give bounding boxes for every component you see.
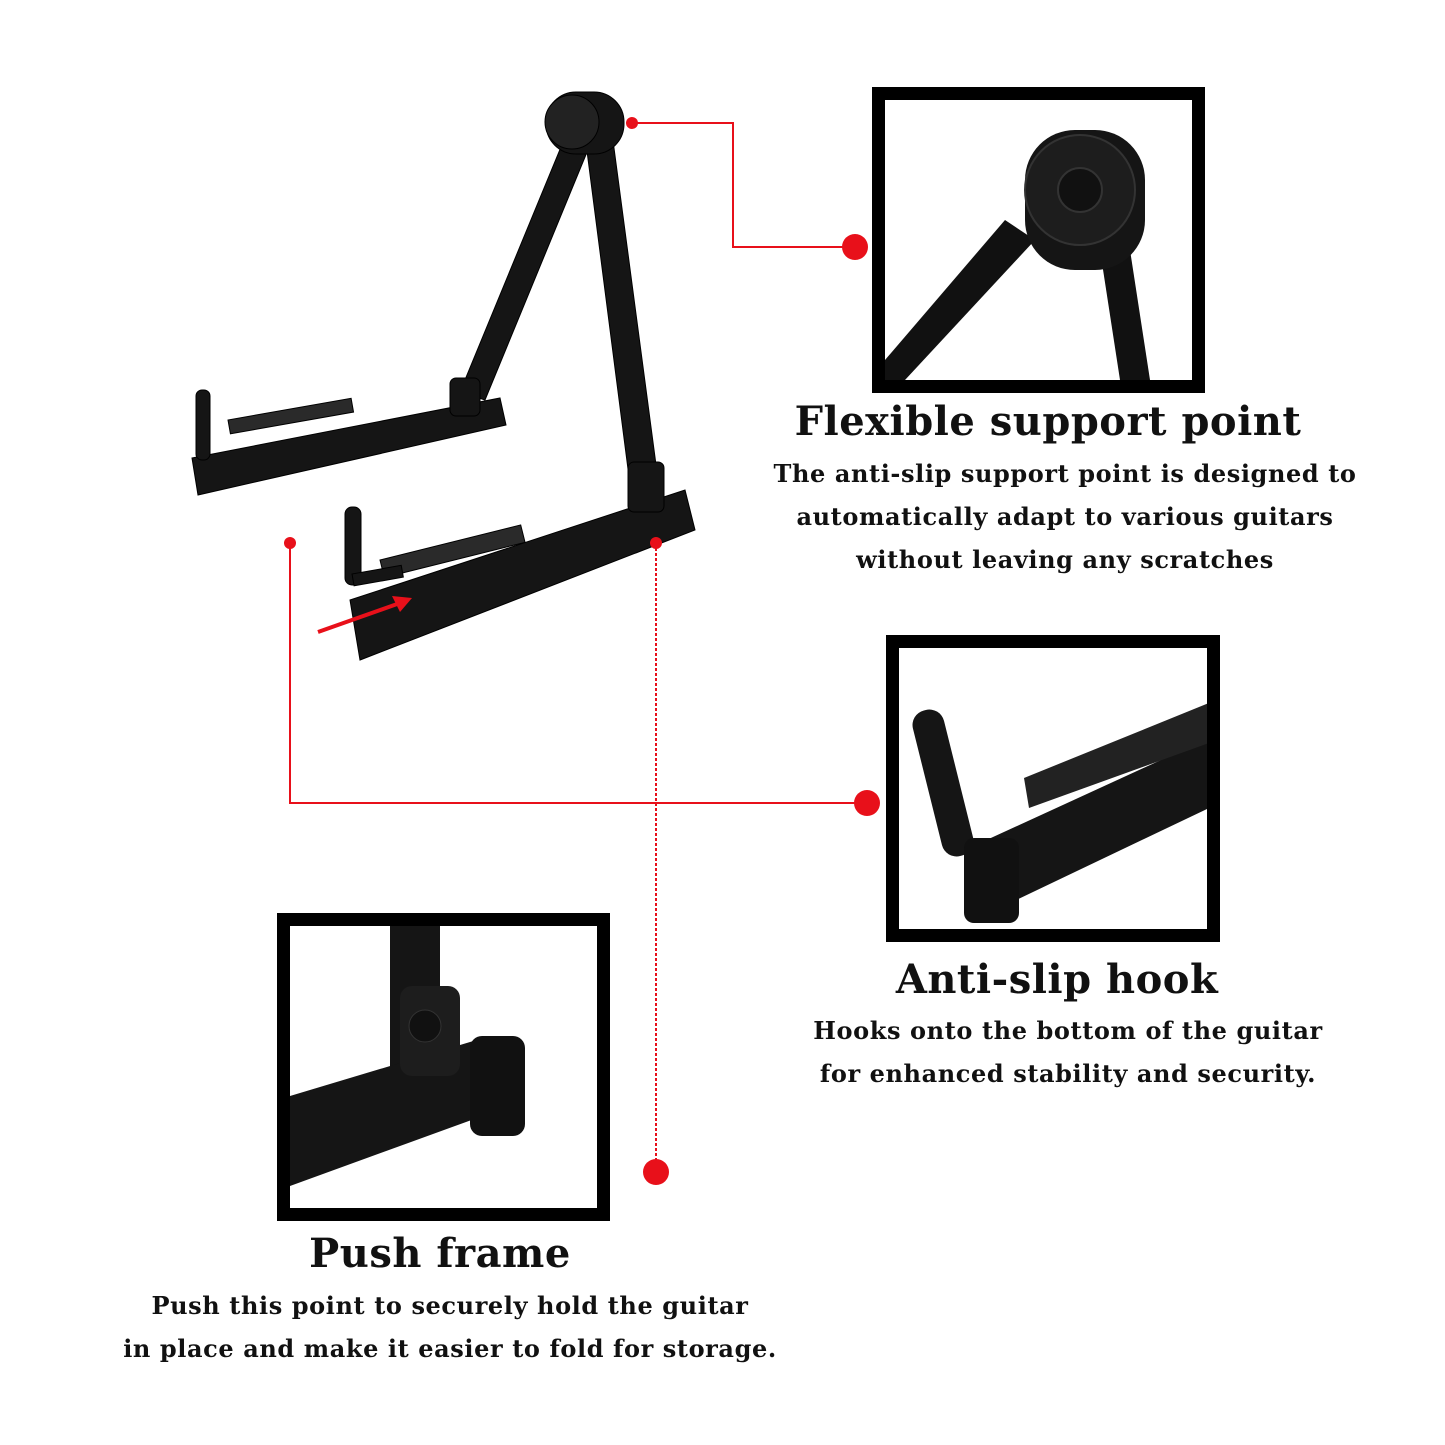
feature-title-push-frame: Push frame xyxy=(309,1230,571,1277)
description-line: The anti-slip support point is designed … xyxy=(773,459,1357,488)
feature-title-support-point: Flexible support point xyxy=(794,398,1302,445)
feature-title-anti-slip-hook: Anti-slip hook xyxy=(895,956,1219,1003)
feature-description-push-frame: Push this point to securely hold the gui… xyxy=(70,1284,830,1370)
description-line: without leaving any scratches xyxy=(856,545,1274,574)
description-line: in place and make it easier to fold for … xyxy=(123,1334,777,1363)
red-arrow-head xyxy=(392,596,412,612)
description-line: automatically adapt to various guitars xyxy=(796,502,1334,531)
callout-dot xyxy=(626,117,638,129)
callout-dot xyxy=(650,537,662,549)
callout-lines xyxy=(289,122,867,1172)
feature-description-anti-slip-hook: Hooks onto the bottom of the guitar for … xyxy=(768,1009,1368,1095)
callout-dot xyxy=(284,537,296,549)
push-frame-closeup xyxy=(277,913,610,1221)
callout-dot xyxy=(842,234,868,260)
callout-dot xyxy=(643,1159,669,1185)
description-line: Hooks onto the bottom of the guitar xyxy=(813,1016,1323,1045)
feature-description-support-point: The anti-slip support point is designed … xyxy=(740,452,1390,581)
callout-dot xyxy=(854,790,880,816)
support-point-closeup xyxy=(872,87,1205,393)
description-line: for enhanced stability and security. xyxy=(819,1059,1317,1088)
description-line: Push this point to securely hold the gui… xyxy=(151,1291,749,1320)
guitar-stand-image xyxy=(191,91,696,661)
anti-slip-hook-closeup xyxy=(886,635,1220,942)
callout-dots xyxy=(284,117,880,1185)
